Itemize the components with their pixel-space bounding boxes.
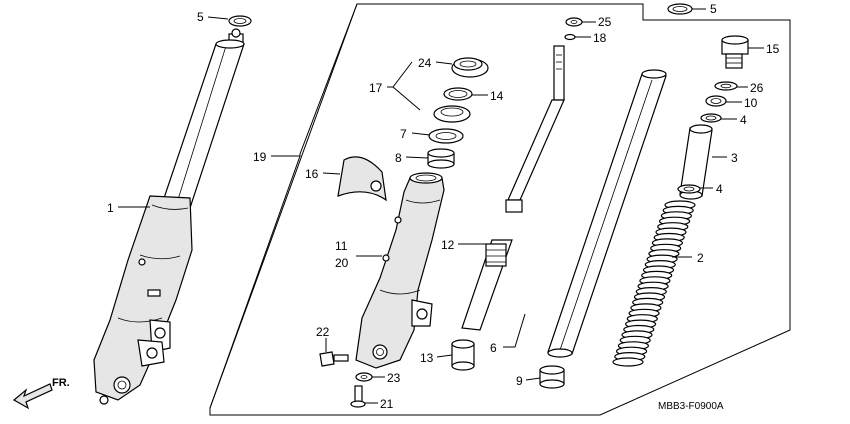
callout-numbers: 5 5 25 18 15 24 17 14 26 10 7 4 19 8 3 1… — [107, 2, 780, 411]
callout-19: 19 — [253, 150, 267, 164]
callout-3: 3 — [731, 151, 738, 165]
fork-assembly-left — [93, 15, 252, 405]
callout-18: 18 — [593, 31, 607, 45]
callout-5a: 5 — [197, 10, 204, 24]
callout-8: 8 — [395, 151, 402, 165]
callout-7: 7 — [400, 127, 407, 141]
callout-5b: 5 — [710, 2, 717, 16]
callout-13: 13 — [420, 351, 434, 365]
callout-15: 15 — [766, 42, 780, 56]
callout-2: 2 — [697, 251, 704, 265]
diagram-code: MBB3-F0900A — [658, 401, 724, 412]
callout-1: 1 — [107, 201, 114, 215]
front-direction-arrow: FR. — [12, 377, 70, 410]
callout-14: 14 — [490, 89, 504, 103]
callout-12: 12 — [441, 238, 455, 252]
callout-25: 25 — [598, 15, 612, 29]
direction-arrow-icon — [12, 383, 53, 410]
callout-21: 21 — [380, 397, 394, 411]
leader-lines — [118, 3, 764, 409]
spring-coil — [612, 357, 644, 367]
callout-26: 26 — [750, 81, 764, 95]
callout-4a: 4 — [740, 113, 747, 127]
callout-17: 17 — [369, 81, 383, 95]
callout-9: 9 — [516, 374, 523, 388]
callout-24: 24 — [418, 56, 432, 70]
direction-label: FR. — [52, 377, 70, 389]
callout-4b: 4 — [716, 182, 723, 196]
callout-11: 11 — [335, 239, 348, 253]
callout-6: 6 — [490, 341, 497, 355]
assembly-boundary — [209, 3, 791, 416]
spring-stack — [612, 3, 749, 367]
callout-16: 16 — [305, 167, 319, 181]
callout-10: 10 — [744, 96, 758, 110]
callout-22: 22 — [316, 325, 330, 339]
callout-23: 23 — [387, 371, 401, 385]
callout-20: 20 — [335, 256, 349, 270]
fork-slider-center — [319, 57, 489, 408]
damper-rod — [451, 17, 583, 371]
outer-tube — [539, 69, 667, 389]
